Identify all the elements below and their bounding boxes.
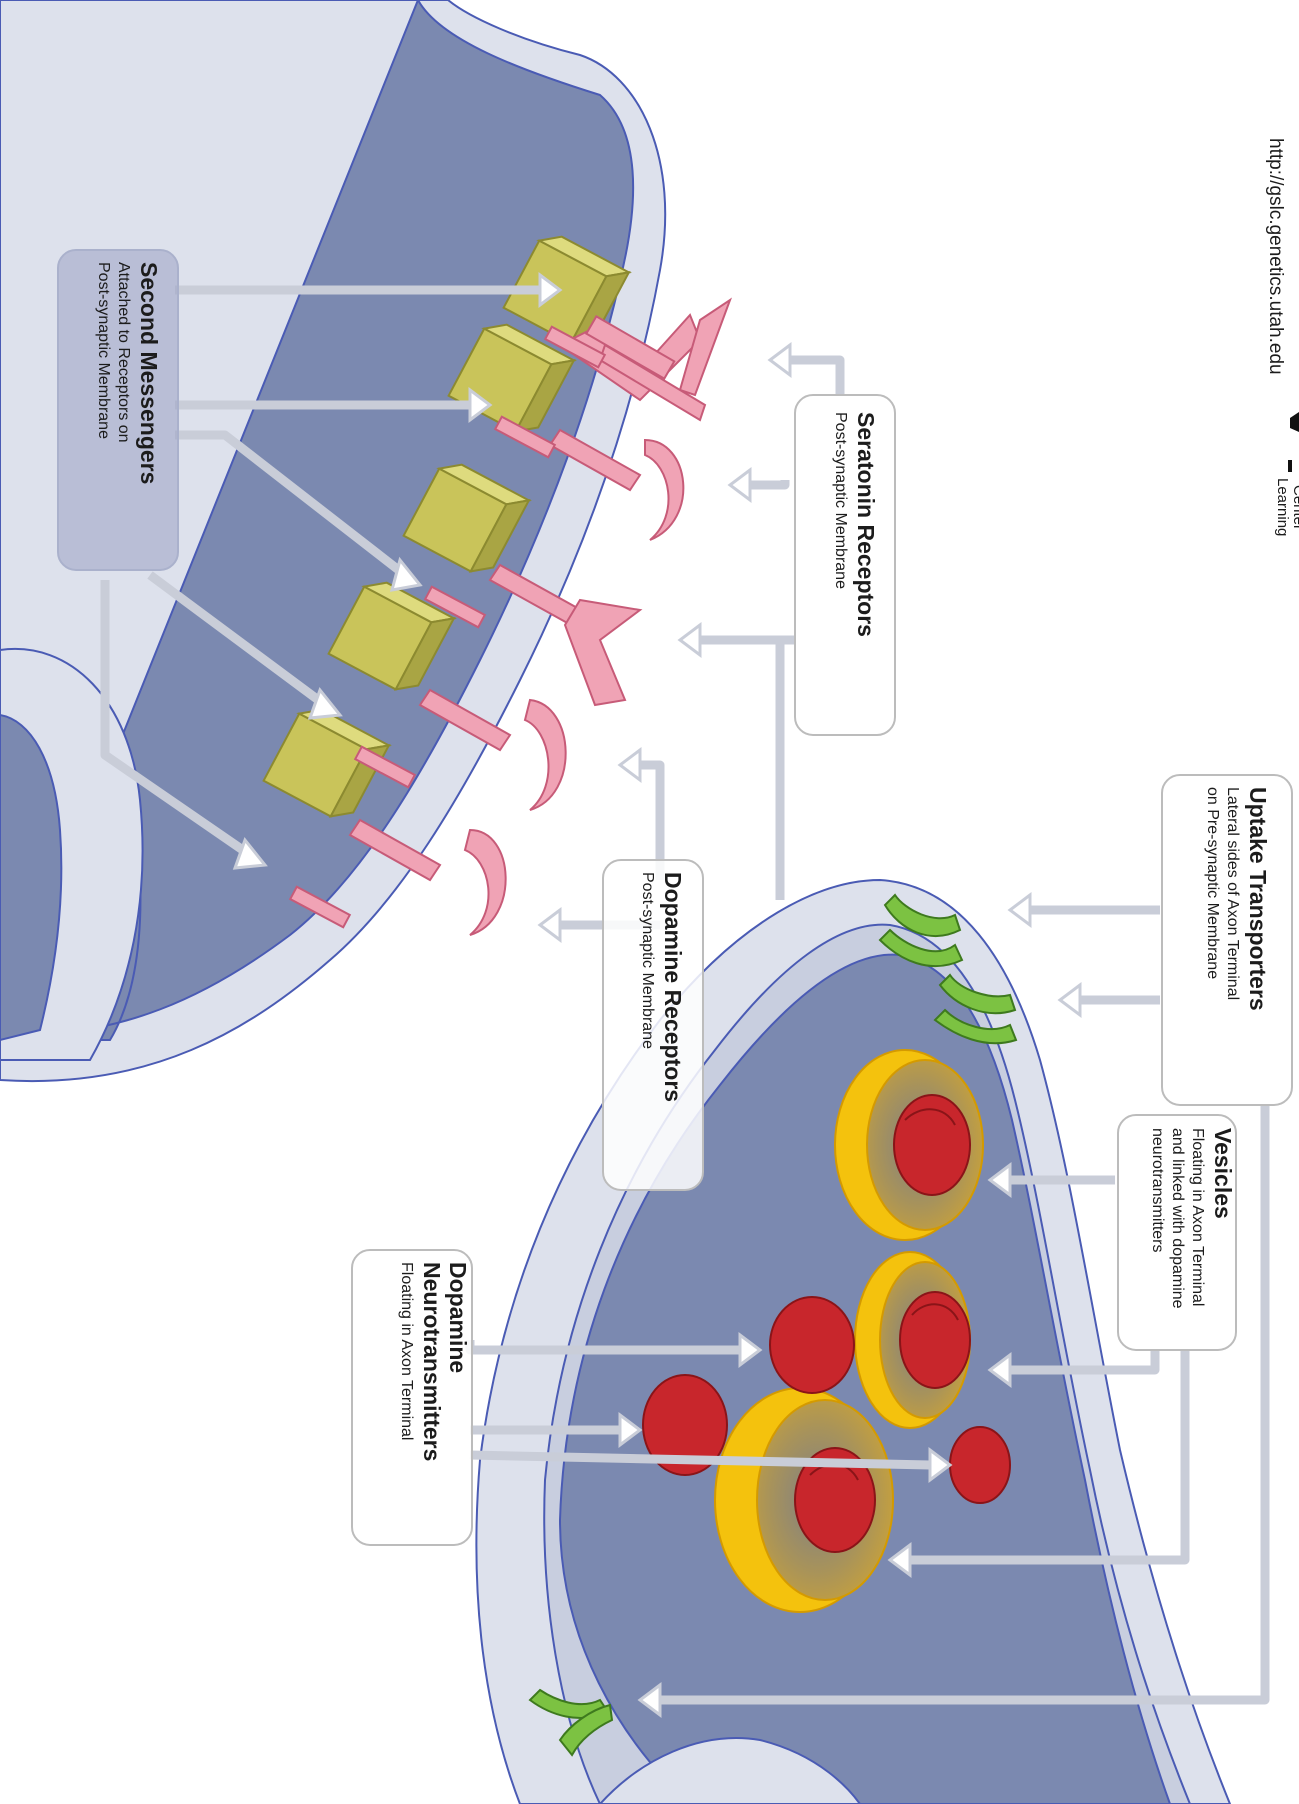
seratonin-receptors-line-1: Post-synaptic Membrane bbox=[832, 412, 849, 589]
vesicles-line-1: Floating in Axon Terminal bbox=[1189, 1128, 1206, 1306]
uptake-transporters-title: Uptake Transporters bbox=[1245, 787, 1271, 1011]
logo-text-learning: Learning bbox=[1274, 478, 1291, 536]
vesicle-1 bbox=[835, 1050, 983, 1240]
dopamine-neurotransmitters-title-1: Dopamine bbox=[445, 1262, 471, 1373]
dopamine-neurotransmitters-line-1: Floating in Axon Terminal bbox=[398, 1262, 415, 1440]
second-messengers-line-1: Attached to Receptors on bbox=[115, 262, 132, 443]
second-messengers-line-2: Post-synaptic Membrane bbox=[95, 262, 112, 439]
uptake-transporters-line-2: on Pre-synaptic Membrane bbox=[1204, 787, 1221, 979]
vesicles-line-3: neurotransmitters bbox=[1149, 1128, 1166, 1253]
logo-mark-icon bbox=[1290, 412, 1299, 432]
dopamine-receptors-title: Dopamine Receptors bbox=[660, 872, 686, 1102]
uptake-transporters-line-1: Lateral sides of Axon Terminal bbox=[1224, 787, 1241, 1000]
logo-bar-icon bbox=[1288, 460, 1292, 472]
dopamine-receptors-line-1: Post-synaptic Membrane bbox=[639, 872, 656, 1049]
seratonin-receptors-title: Seratonin Receptors bbox=[853, 412, 879, 637]
source-url[interactable]: http://gslc.genetics.utah.edu bbox=[1265, 138, 1286, 375]
vesicles-line-2: and linked with dopamine bbox=[1169, 1128, 1186, 1309]
vesicle-2 bbox=[855, 1252, 970, 1428]
dopamine-molecule-3 bbox=[950, 1427, 1010, 1503]
vesicles-title: Vesicles bbox=[1210, 1128, 1236, 1219]
second-messengers-title: Second Messengers bbox=[136, 262, 162, 484]
dopamine-molecule-1 bbox=[770, 1297, 854, 1393]
dopamine-neurotransmitters-title-2: Neurotransmitters bbox=[419, 1262, 445, 1461]
logo-text-center: Center bbox=[1290, 485, 1299, 530]
vesicle-3 bbox=[715, 1388, 893, 1612]
